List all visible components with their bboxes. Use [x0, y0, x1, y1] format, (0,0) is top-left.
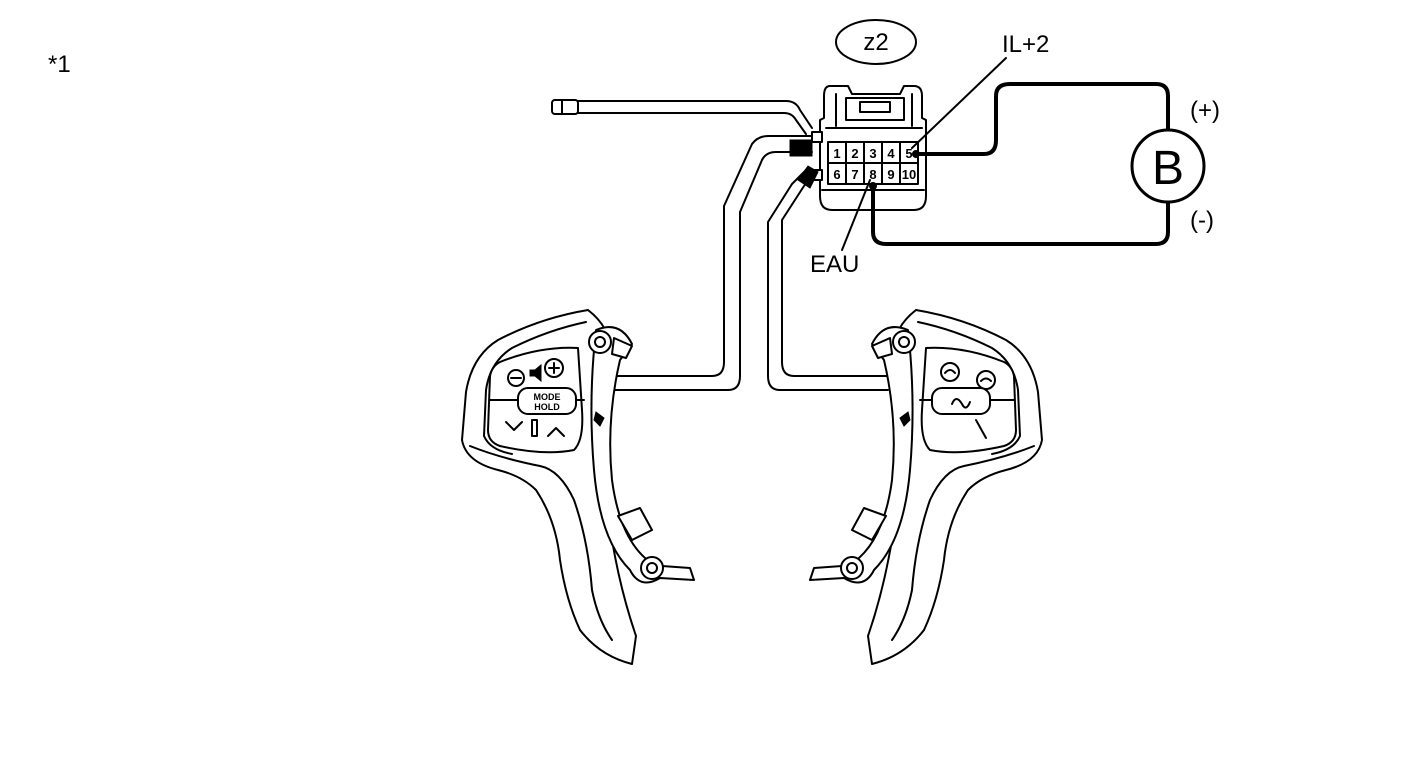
mode-label: MODE — [534, 392, 561, 402]
pin-3: 3 — [869, 146, 876, 161]
pin-5: 5 — [905, 146, 912, 161]
battery-symbol-circle — [1130, 128, 1206, 204]
lead-negative — [871, 184, 1170, 246]
voice-icon — [951, 398, 971, 409]
connector-latch-slot — [859, 101, 891, 113]
phone-on-button-icon — [940, 362, 960, 382]
battery-positive-label: (+) — [1190, 97, 1220, 124]
battery-negative-label: (-) — [1190, 207, 1214, 234]
figure-ref-label: *1 — [48, 51, 71, 78]
harness-pigtail — [551, 99, 813, 135]
right-mount-hole-bottom — [840, 556, 864, 580]
speaker-icon — [529, 363, 542, 383]
right-mount-hole-top — [892, 330, 916, 354]
phone-off-button-icon — [976, 370, 996, 390]
pin-1: 1 — [833, 146, 840, 161]
pin-9: 9 — [887, 167, 894, 182]
seek-down-icon — [505, 421, 523, 431]
pin-7: 7 — [851, 167, 858, 182]
leader-eau — [841, 179, 871, 251]
pin-10: 10 — [902, 167, 916, 182]
terminal-label-eau: EAU — [810, 251, 859, 278]
seek-up-icon — [547, 427, 565, 437]
harness-left — [607, 135, 813, 391]
left-switch-arm — [590, 326, 695, 584]
lead-positive — [914, 82, 1170, 156]
left-mount-hole-top — [588, 330, 612, 354]
connector-z2: z2 1 2 3 4 5 6 7 8 9 — [811, 19, 927, 211]
terminal-label-il2: IL+2 — [1002, 31, 1049, 58]
pin-6: 6 — [833, 167, 840, 182]
battery: B — [1130, 128, 1206, 204]
left-mount-hole-bottom — [640, 556, 664, 580]
connector-pin-grid: 1 2 3 4 5 6 7 8 9 10 — [827, 141, 919, 185]
mode-hold-button — [517, 387, 577, 415]
battery-symbol-label: B — [1152, 142, 1184, 195]
probe-pin-8 — [869, 182, 877, 190]
pin-8: 8 — [869, 167, 876, 182]
right-switch-arm — [809, 326, 914, 584]
connector-latch — [845, 97, 905, 121]
right-switch-tab — [851, 507, 887, 541]
hold-label: HOLD — [534, 402, 560, 412]
left-switch-tab — [617, 507, 653, 541]
left-steering-switch: MODE HOLD — [461, 309, 695, 665]
pin-2: 2 — [851, 146, 858, 161]
right-steering-switch — [809, 309, 1043, 665]
connector-id-ellipse — [835, 19, 917, 65]
connector-id-label: z2 — [863, 29, 888, 56]
probe-pin-5 — [912, 150, 920, 158]
pigtail-connector — [551, 99, 579, 115]
harness-right — [767, 165, 889, 391]
pin-4: 4 — [887, 146, 895, 161]
leader-il2 — [911, 57, 1007, 149]
